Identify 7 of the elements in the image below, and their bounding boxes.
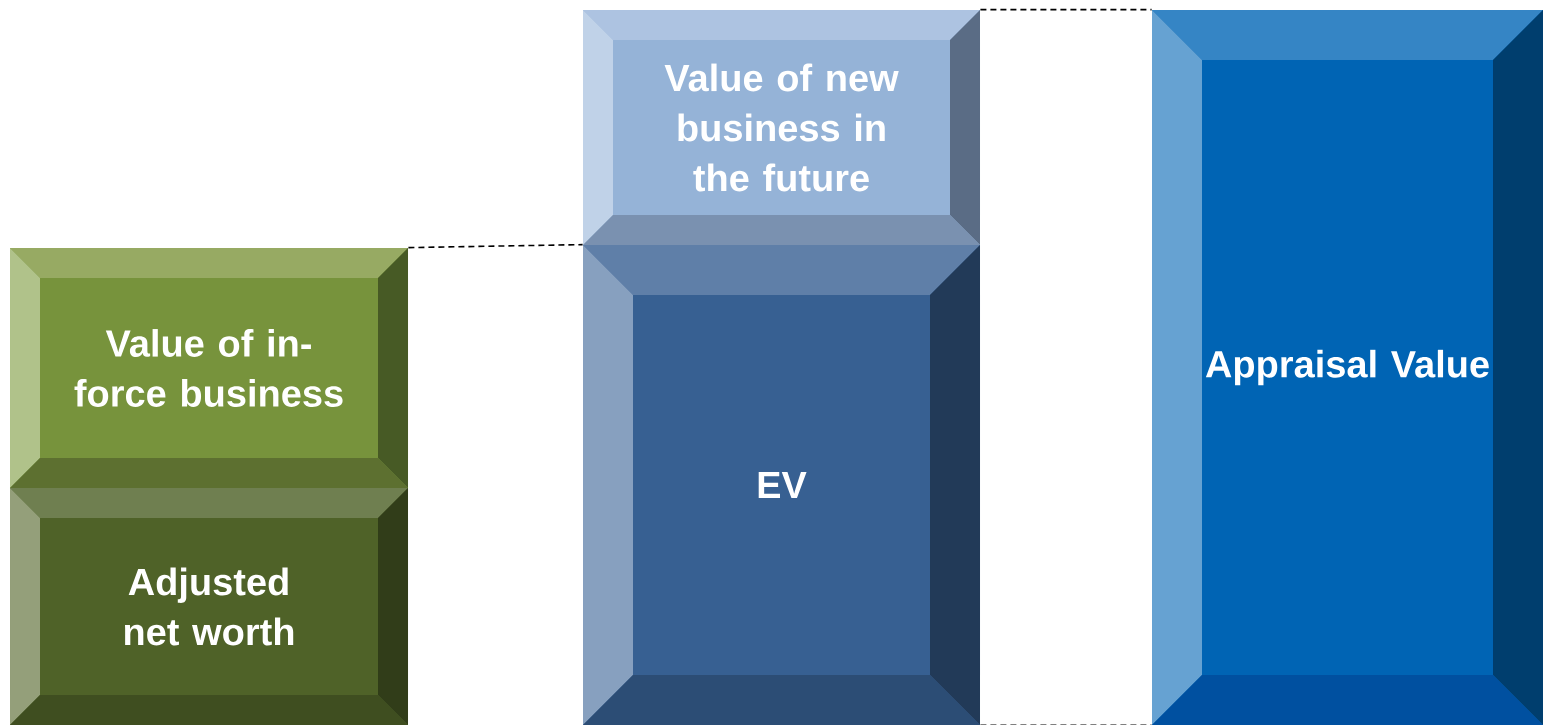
bevelled-block: Value of in-force business: [10, 248, 408, 488]
bevelled-block: EV: [583, 245, 980, 725]
dashed-line: [407, 243, 584, 249]
dashed-line: [979, 8, 1153, 11]
bevelled-block: Adjusted net worth: [10, 488, 408, 725]
bevelled-block: Value of new business in the future: [583, 10, 980, 245]
bevelled-block: Appraisal Value: [1152, 10, 1543, 725]
